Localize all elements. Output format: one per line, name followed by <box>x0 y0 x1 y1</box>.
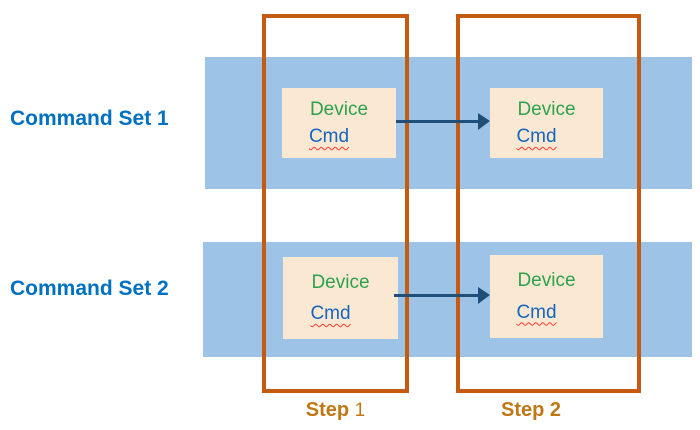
cmd-label: Cmd <box>308 126 350 147</box>
command-set-2-label: Command Set 2 <box>10 277 169 300</box>
device-label: Device <box>311 272 370 293</box>
arrow-head-icon <box>478 113 490 130</box>
arrow-shaft <box>394 294 480 297</box>
arrow-row1-step1-to-step2 <box>396 113 490 130</box>
step-2-label: Step 2 <box>461 399 601 422</box>
device-cmd-box-row1-step1: Device Cmd <box>282 88 396 158</box>
device-cmd-box-row2-step2: Device Cmd <box>490 255 603 338</box>
step-word: Step <box>305 399 350 421</box>
device-cmd-box-row2-step1: Device Cmd <box>283 257 398 339</box>
device-label: Device <box>517 270 576 292</box>
cmd-label: Cmd <box>310 303 351 324</box>
step-2-frame <box>456 14 641 393</box>
step-word: Step <box>500 399 545 421</box>
device-label: Device <box>517 99 576 120</box>
arrow-shaft <box>396 120 480 123</box>
arrow-head-icon <box>478 287 490 304</box>
device-label: Device <box>309 99 369 120</box>
arrow-row2-step1-to-step2 <box>394 287 490 304</box>
cmd-label: Cmd <box>516 301 557 323</box>
device-cmd-box-row1-step2: Device Cmd <box>490 88 603 158</box>
command-set-1-label: Command Set 1 <box>10 107 169 130</box>
step-number: 1 <box>354 400 366 421</box>
step-1-frame <box>262 14 409 393</box>
step-number: 2 <box>549 399 562 421</box>
step-1-label: Step 1 <box>262 399 409 422</box>
cmd-label: Cmd <box>516 126 557 147</box>
